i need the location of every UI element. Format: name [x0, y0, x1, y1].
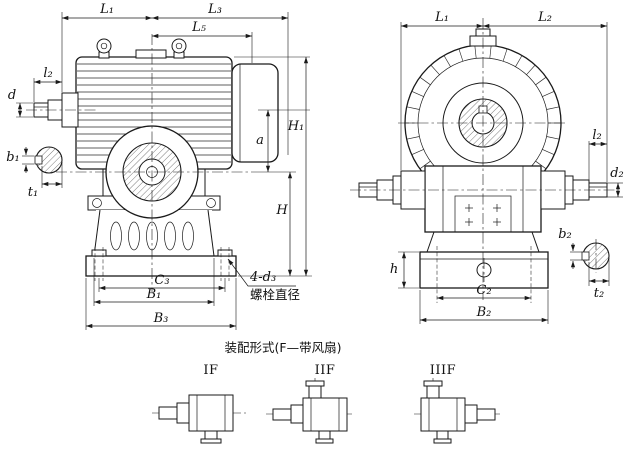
- dim-label-L3: L₃: [207, 2, 222, 17]
- form-2-label: IIF: [315, 363, 336, 378]
- lifting-eye-left: [96, 38, 112, 59]
- dim-label-t2: t₂: [594, 286, 604, 301]
- foundation-bolt-right: [217, 249, 233, 257]
- right-view: L₁ L₂ l₂ d₂ b₂ t₂ h C₂ B₂: [350, 10, 624, 324]
- bolt-callout-text: 螺栓直径: [250, 287, 300, 302]
- lifting-eye-right: [171, 38, 187, 59]
- dim-label-t1: t₁: [28, 185, 38, 200]
- fan-cowl: [231, 63, 279, 163]
- bolt-callout-size: 4-d₃: [249, 270, 276, 285]
- rib-slot: [110, 221, 122, 251]
- dim-label-l2: l₂: [592, 128, 601, 143]
- rib-slot: [164, 221, 176, 251]
- dim-label-L2: L₂: [537, 10, 552, 25]
- dim-label-d2: d₂: [610, 166, 624, 181]
- dim-label-C3: C₃: [154, 273, 169, 288]
- foundation-bolt-left: [91, 249, 107, 257]
- dim-label-C2: C₂: [476, 283, 491, 298]
- dim-label-L1: L₁: [434, 10, 449, 25]
- base: [419, 231, 549, 303]
- left-view: L₁ L₃ L₅ l₂ d b₁ t₁ a H H₁ C₃ B₁ B₃ 4-d₃…: [6, 2, 312, 330]
- keyway-notch: [34, 155, 43, 165]
- side-lug-bolt-right: [206, 198, 216, 208]
- assembly-caption: 装配形式(F—带风扇): [225, 340, 342, 355]
- input-shaft-keyway-section: [34, 146, 63, 174]
- dim-label-B3: B₃: [153, 311, 169, 326]
- dim-label-B2: B₂: [476, 305, 492, 320]
- dim-label-L5: L₅: [191, 20, 207, 35]
- top-cap: [135, 49, 167, 59]
- dim-label-b2: b₂: [558, 227, 572, 242]
- dim-label-b1: b₁: [6, 150, 20, 165]
- dim-label-L1: L₁: [99, 2, 114, 17]
- rib-slot: [182, 221, 194, 251]
- rib-slot: [128, 221, 140, 251]
- assembly-form-3: IIIF: [414, 363, 500, 444]
- right-view-dimensions: L₁ L₂ l₂ d₂ b₂ t₂ h C₂ B₂: [390, 10, 624, 324]
- dim-label-a: a: [256, 133, 264, 148]
- left-view-dimensions: L₁ L₃ L₅ l₂ d b₁ t₁ a H H₁ C₃ B₁ B₃ 4-d₃…: [6, 2, 312, 330]
- output-shaft-keyway-section: [581, 239, 610, 273]
- assembly-forms-section: 装配形式(F—带风扇) IF IIF II: [152, 340, 500, 444]
- side-lug-bolt-left: [92, 198, 102, 208]
- assembly-form-1: IF: [152, 363, 246, 444]
- form-3-label: IIIF: [430, 363, 456, 378]
- dim-label-H: H: [275, 203, 288, 218]
- dim-label-H1: H₁: [287, 119, 305, 134]
- dim-label-B1: B₁: [146, 287, 162, 302]
- dim-label-h: h: [390, 262, 398, 277]
- dim-label-l2: l₂: [43, 66, 52, 81]
- bolt-callout-leader: [227, 258, 296, 287]
- keyway-notch: [581, 251, 590, 261]
- assembly-form-2: IIF: [266, 363, 352, 444]
- dim-label-d: d: [8, 88, 16, 103]
- base-flange: [85, 247, 237, 281]
- form-1-label: IF: [203, 363, 218, 378]
